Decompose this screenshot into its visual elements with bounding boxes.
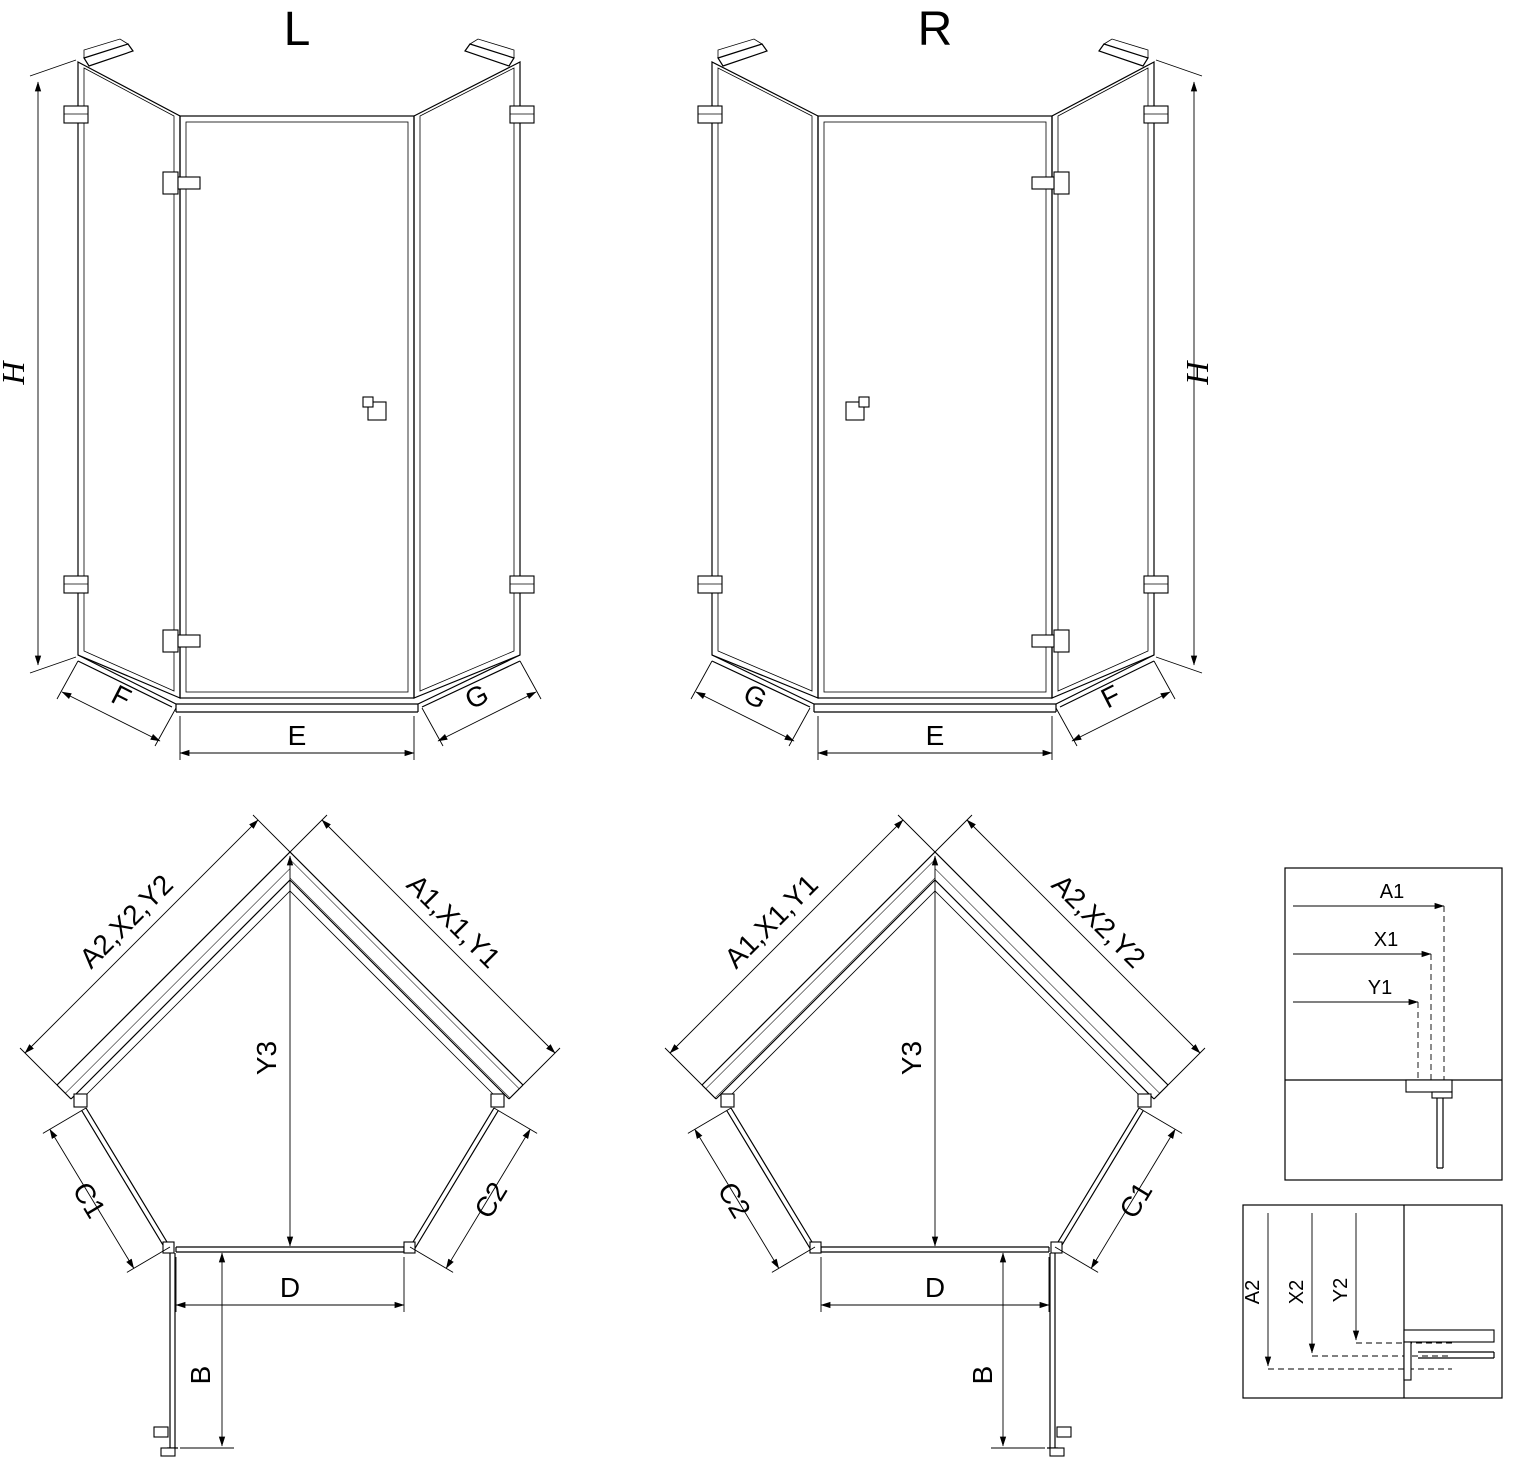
plan-dim-c1-r: C1: [1113, 1177, 1158, 1224]
detail-box-a1x1y1: A1 X1 Y1: [1284, 867, 1503, 1181]
plan-dim-y3-l: Y3: [251, 1041, 282, 1075]
dim-label-height-right: H: [1179, 360, 1215, 386]
plan-dim-d-r: D: [925, 1272, 945, 1303]
plan-drawing-left: [20, 815, 560, 1456]
detail-label-a1: A1: [1380, 881, 1404, 903]
detail-label-a2: A2: [1242, 1280, 1264, 1304]
plan-dim-upper-left-l: A2,X2,Y2: [73, 868, 179, 974]
front-view-right: R H G E F: [691, 3, 1215, 760]
detail-label-x1: X1: [1374, 929, 1398, 951]
detail-label-x2: X2: [1286, 1280, 1308, 1304]
view-title-right: R: [918, 3, 953, 56]
detail-label-y2: Y2: [1330, 1278, 1352, 1302]
dim-label-height-left: H: [0, 360, 31, 386]
plan-dim-y3-r: Y3: [896, 1041, 927, 1075]
dim-label-g-left: G: [460, 678, 493, 716]
dim-label-f-left: F: [107, 679, 136, 714]
cabin-drawing-left: [30, 39, 541, 760]
detail-label-y1: Y1: [1368, 977, 1392, 999]
plan-dim-b-r: B: [967, 1366, 998, 1385]
cabin-drawing-right: [691, 39, 1202, 760]
dim-label-g-right: G: [739, 678, 772, 716]
plan-dim-d-l: D: [280, 1272, 300, 1303]
plan-dim-upper-right-r: A2,X2,Y2: [1046, 868, 1152, 974]
dim-label-e-right: E: [926, 720, 945, 751]
dim-label-f-right: F: [1096, 679, 1125, 714]
dim-label-e-left: E: [288, 720, 307, 751]
plan-view-right: A1,X1,Y1 A2,X2,Y2 Y3 C2 C1 D B: [665, 815, 1205, 1456]
plan-dim-b-l: B: [185, 1366, 216, 1385]
detail-box-a2x2y2: A2 X2 Y2: [1242, 1204, 1503, 1399]
plan-dim-upper-right-l: A1,X1,Y1: [401, 868, 507, 974]
plan-dim-upper-left-r: A1,X1,Y1: [718, 868, 824, 974]
plan-drawing-right: [665, 815, 1205, 1456]
plan-dim-c1-l: C1: [67, 1177, 112, 1224]
plan-dim-c2-r: C2: [712, 1177, 757, 1224]
plan-dim-c2-l: C2: [468, 1177, 513, 1224]
view-title-left: L: [284, 3, 311, 56]
front-view-left: L H F E G: [0, 3, 541, 760]
plan-view-left: A2,X2,Y2 A1,X1,Y1 Y3 C1 C2 D B: [20, 815, 560, 1456]
